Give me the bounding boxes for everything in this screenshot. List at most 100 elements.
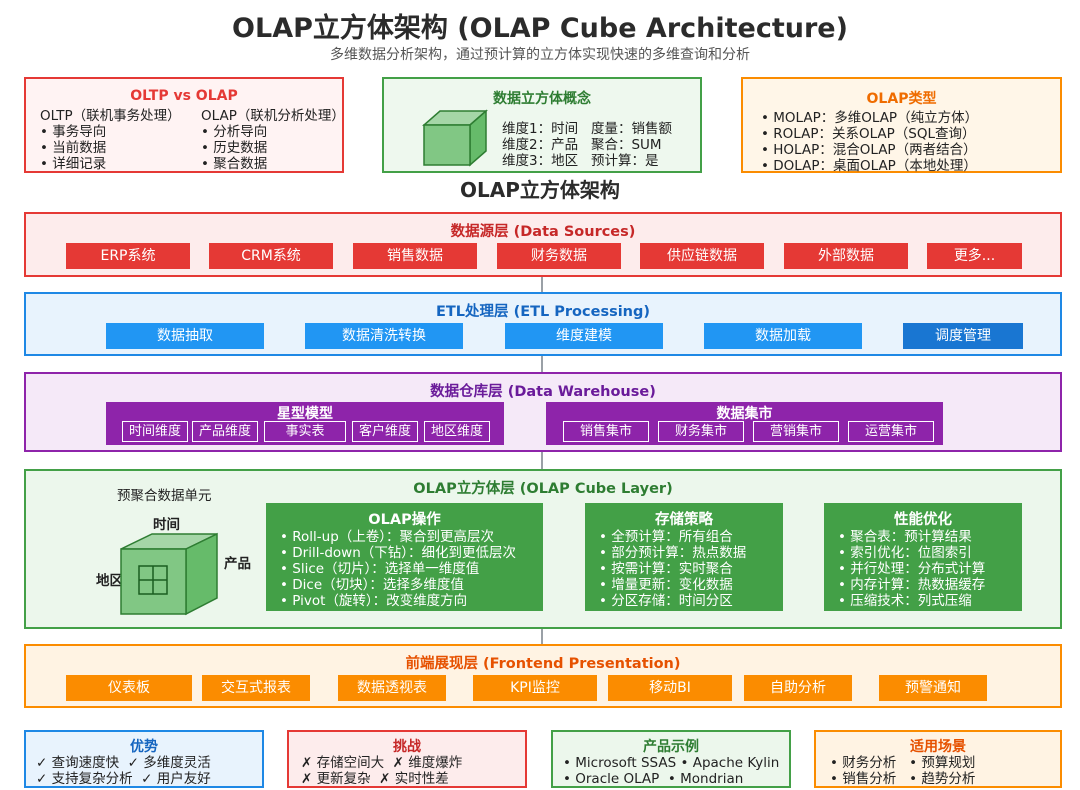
scenarios-title: 适用场景 (910, 739, 966, 755)
products-title: 产品示例 (643, 739, 699, 755)
data-marts-box: 数据集市 销售集市 财务集市 营销集市 运营集市 (546, 402, 943, 445)
storage-strategy-title: 存储策略 (655, 512, 713, 528)
mart-item-sales[interactable]: 销售集市 (563, 421, 649, 442)
star-item-product[interactable]: 产品维度 (192, 421, 258, 442)
olap-type-item: • DOLAP：桌面OLAP（本地处理） (761, 158, 977, 174)
architecture-heading: OLAP立方体架构 (460, 178, 620, 202)
challenges-title: 挑战 (393, 739, 421, 755)
cube-concept-line: 维度1：时间 度量：销售额 (502, 121, 672, 137)
advantages-line: ✓ 查询速度快 ✓ 多维度灵活 (36, 755, 211, 771)
frontend-chip-kpi[interactable]: KPI监控 (473, 675, 597, 701)
challenges-line: ✗ 更新复杂 ✗ 实时性差 (301, 771, 449, 787)
olap-operations-box: OLAP操作 • Roll-up（上卷）：聚合到更高层次 • Drill-dow… (266, 503, 543, 611)
star-schema-box: 星型模型 时间维度 产品维度 事实表 客户维度 地区维度 (106, 402, 504, 445)
data-marts-title: 数据集市 (716, 406, 773, 422)
olap-item: • 历史数据 (201, 140, 268, 156)
connector-line (541, 356, 543, 372)
cube-concept-line: 维度2：产品 聚合：SUM (502, 137, 662, 153)
advantages-title: 优势 (130, 739, 158, 755)
mart-item-marketing[interactable]: 营销集市 (753, 421, 839, 442)
storage-item: • 按需计算：实时聚合 (599, 561, 733, 577)
star-item-time[interactable]: 时间维度 (122, 421, 188, 442)
warehouse-title: 数据仓库层 (Data Warehouse) (430, 384, 656, 400)
oltp-vs-olap-card: OLTP vs OLAP OLTP（联机事务处理） • 事务导向 • 当前数据 … (24, 77, 345, 173)
etl-chip-extract[interactable]: 数据抽取 (106, 323, 264, 349)
storage-strategy-box: 存储策略 • 全预计算：所有组合 • 部分预计算：热点数据 • 按需计算：实时聚… (585, 503, 783, 611)
frontend-title: 前端展现层 (Frontend Presentation) (405, 656, 681, 672)
etl-layer: ETL处理层 (ETL Processing) 数据抽取 数据清洗转换 维度建模… (24, 292, 1062, 356)
challenges-card: 挑战 ✗ 存储空间大 ✗ 维度爆炸 ✗ 更新复杂 ✗ 实时性差 (287, 730, 527, 788)
oltp-heading: OLTP（联机事务处理） (40, 108, 181, 124)
oltp-item: • 当前数据 (40, 140, 107, 156)
source-chip-finance[interactable]: 财务数据 (497, 243, 621, 269)
olap-type-item: • MOLAP：多维OLAP（纯立方体） (761, 110, 979, 126)
cube-concept-line: 维度3：地区 预计算：是 (502, 153, 659, 169)
olap-heading: OLAP（联机分析处理） (201, 108, 345, 124)
frontend-chip-selfservice[interactable]: 自助分析 (744, 675, 852, 701)
cube-concept-card: 数据立方体概念 维度1：时间 度量：销售额 维度2：产品 聚合：SUM 维度3：… (382, 77, 702, 173)
scenarios-line: • 财务分析 • 预算规划 (830, 755, 976, 771)
olap-operation-item: • Slice（切片）：选择单一维度值 (280, 561, 480, 577)
source-chip-erp[interactable]: ERP系统 (66, 243, 190, 269)
star-item-region[interactable]: 地区维度 (424, 421, 490, 442)
olap-types-lines: • MOLAP：多维OLAP（纯立方体） • ROLAP：关系OLAP（SQL查… (761, 110, 978, 174)
challenges-line: ✗ 存储空间大 ✗ 维度爆炸 (301, 755, 463, 771)
axis-label-product: 产品 (224, 556, 251, 572)
performance-title: 性能优化 (894, 512, 952, 528)
etl-chip-clean[interactable]: 数据清洗转换 (305, 323, 463, 349)
performance-item: • 压缩技术：列式压缩 (838, 593, 972, 609)
axis-label-region: 地区 (96, 573, 123, 589)
olap-operation-item: • Roll-up（上卷）：聚合到更高层次 (280, 529, 495, 545)
olap-types-card: OLAP类型 • MOLAP：多维OLAP（纯立方体） • ROLAP：关系OL… (741, 77, 1062, 174)
etl-chip-schedule[interactable]: 调度管理 (903, 323, 1023, 349)
page-title: OLAP立方体架构 (OLAP Cube Architecture) (232, 13, 848, 44)
data-sources-layer: 数据源层 (Data Sources) ERP系统 CRM系统 销售数据 财务数… (24, 212, 1062, 277)
page-subtitle: 多维数据分析架构，通过预计算的立方体实现快速的多维查询和分析 (330, 47, 750, 63)
etl-chip-load[interactable]: 数据加载 (704, 323, 862, 349)
storage-item: • 分区存储：时间分区 (599, 593, 733, 609)
cube-concept-icon (422, 109, 488, 167)
advantages-card: 优势 ✓ 查询速度快 ✓ 多维度灵活 ✓ 支持复杂分析 ✓ 用户友好 (24, 730, 264, 788)
source-chip-external[interactable]: 外部数据 (784, 243, 908, 269)
performance-item: • 内存计算：热数据缓存 (838, 577, 986, 593)
olap-operation-item: • Pivot（旋转）：改变维度方向 (280, 593, 468, 609)
cube-concept-lines: 维度1：时间 度量：销售额 维度2：产品 聚合：SUM 维度3：地区 预计算：是 (502, 121, 672, 169)
data-sources-title: 数据源层 (Data Sources) (450, 224, 636, 240)
frontend-chip-dashboard[interactable]: 仪表板 (66, 675, 192, 701)
olap-cube-layer: OLAP立方体层 (OLAP Cube Layer) 预聚合数据单元 时间 产品… (24, 469, 1062, 629)
scenarios-line: • 销售分析 • 趋势分析 (830, 771, 976, 787)
frontend-chip-reports[interactable]: 交互式报表 (202, 675, 310, 701)
data-warehouse-layer: 数据仓库层 (Data Warehouse) 星型模型 时间维度 产品维度 事实… (24, 372, 1062, 452)
olap-operation-item: • Dice（切块）：选择多维度值 (280, 577, 464, 593)
frontend-chip-mobile[interactable]: 移动BI (608, 675, 732, 701)
oltp-item: • 事务导向 (40, 124, 107, 140)
star-item-fact[interactable]: 事实表 (264, 421, 346, 442)
oltp-item: • 详细记录 (40, 156, 107, 172)
advantages-line: ✓ 支持复杂分析 ✓ 用户友好 (36, 771, 211, 787)
cube-concept-title: 数据立方体概念 (493, 91, 591, 107)
source-chip-sales[interactable]: 销售数据 (353, 243, 477, 269)
performance-item: • 并行处理：分布式计算 (838, 561, 986, 577)
products-card: 产品示例 • Microsoft SSAS • Apache Kylin • O… (551, 730, 791, 788)
performance-item: • 聚合表：预计算结果 (838, 529, 972, 545)
frontend-chip-pivot[interactable]: 数据透视表 (338, 675, 446, 701)
storage-item: • 全预计算：所有组合 (599, 529, 733, 545)
performance-item: • 索引优化：位图索引 (838, 545, 972, 561)
source-chip-supply[interactable]: 供应链数据 (640, 243, 764, 269)
source-chip-more[interactable]: 更多... (927, 243, 1022, 269)
connector-line (541, 629, 543, 644)
storage-item: • 增量更新：变化数据 (599, 577, 733, 593)
star-item-customer[interactable]: 客户维度 (352, 421, 418, 442)
scenarios-card: 适用场景 • 财务分析 • 预算规划 • 销售分析 • 趋势分析 (814, 730, 1062, 788)
olap-type-item: • HOLAP：混合OLAP（两者结合） (761, 142, 977, 158)
frontend-chip-alerts[interactable]: 预警通知 (879, 675, 987, 701)
storage-item: • 部分预计算：热点数据 (599, 545, 747, 561)
olap-types-title: OLAP类型 (866, 91, 937, 107)
olap-column: OLAP（联机分析处理） • 分析导向 • 历史数据 • 聚合数据 (201, 108, 345, 172)
mart-item-operations[interactable]: 运营集市 (848, 421, 934, 442)
etl-chip-modeling[interactable]: 维度建模 (505, 323, 663, 349)
axis-label-time: 时间 (153, 517, 180, 533)
source-chip-crm[interactable]: CRM系统 (209, 243, 333, 269)
olap-operation-item: • Drill-down（下钻）：细化到更低层次 (280, 545, 516, 561)
mart-item-finance[interactable]: 财务集市 (658, 421, 744, 442)
